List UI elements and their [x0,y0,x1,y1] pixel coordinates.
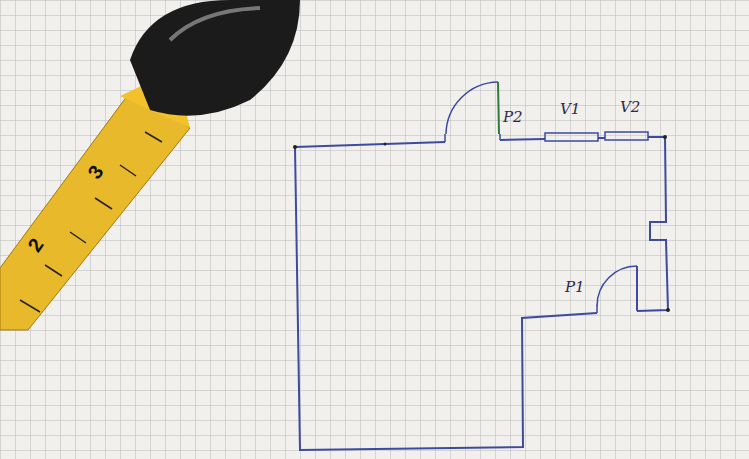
wall-marks [293,135,670,312]
tape-ticks [20,132,162,312]
walls [295,137,668,450]
measuring-tape [0,92,190,330]
tape-case [130,0,300,116]
door-label: P1 [565,280,585,295]
doors [445,82,637,313]
window-label: V2 [620,100,640,115]
door-label: P2 [503,110,523,125]
tape-case-highlight [170,8,260,40]
window-label: V1 [560,102,580,117]
windows [545,132,648,141]
